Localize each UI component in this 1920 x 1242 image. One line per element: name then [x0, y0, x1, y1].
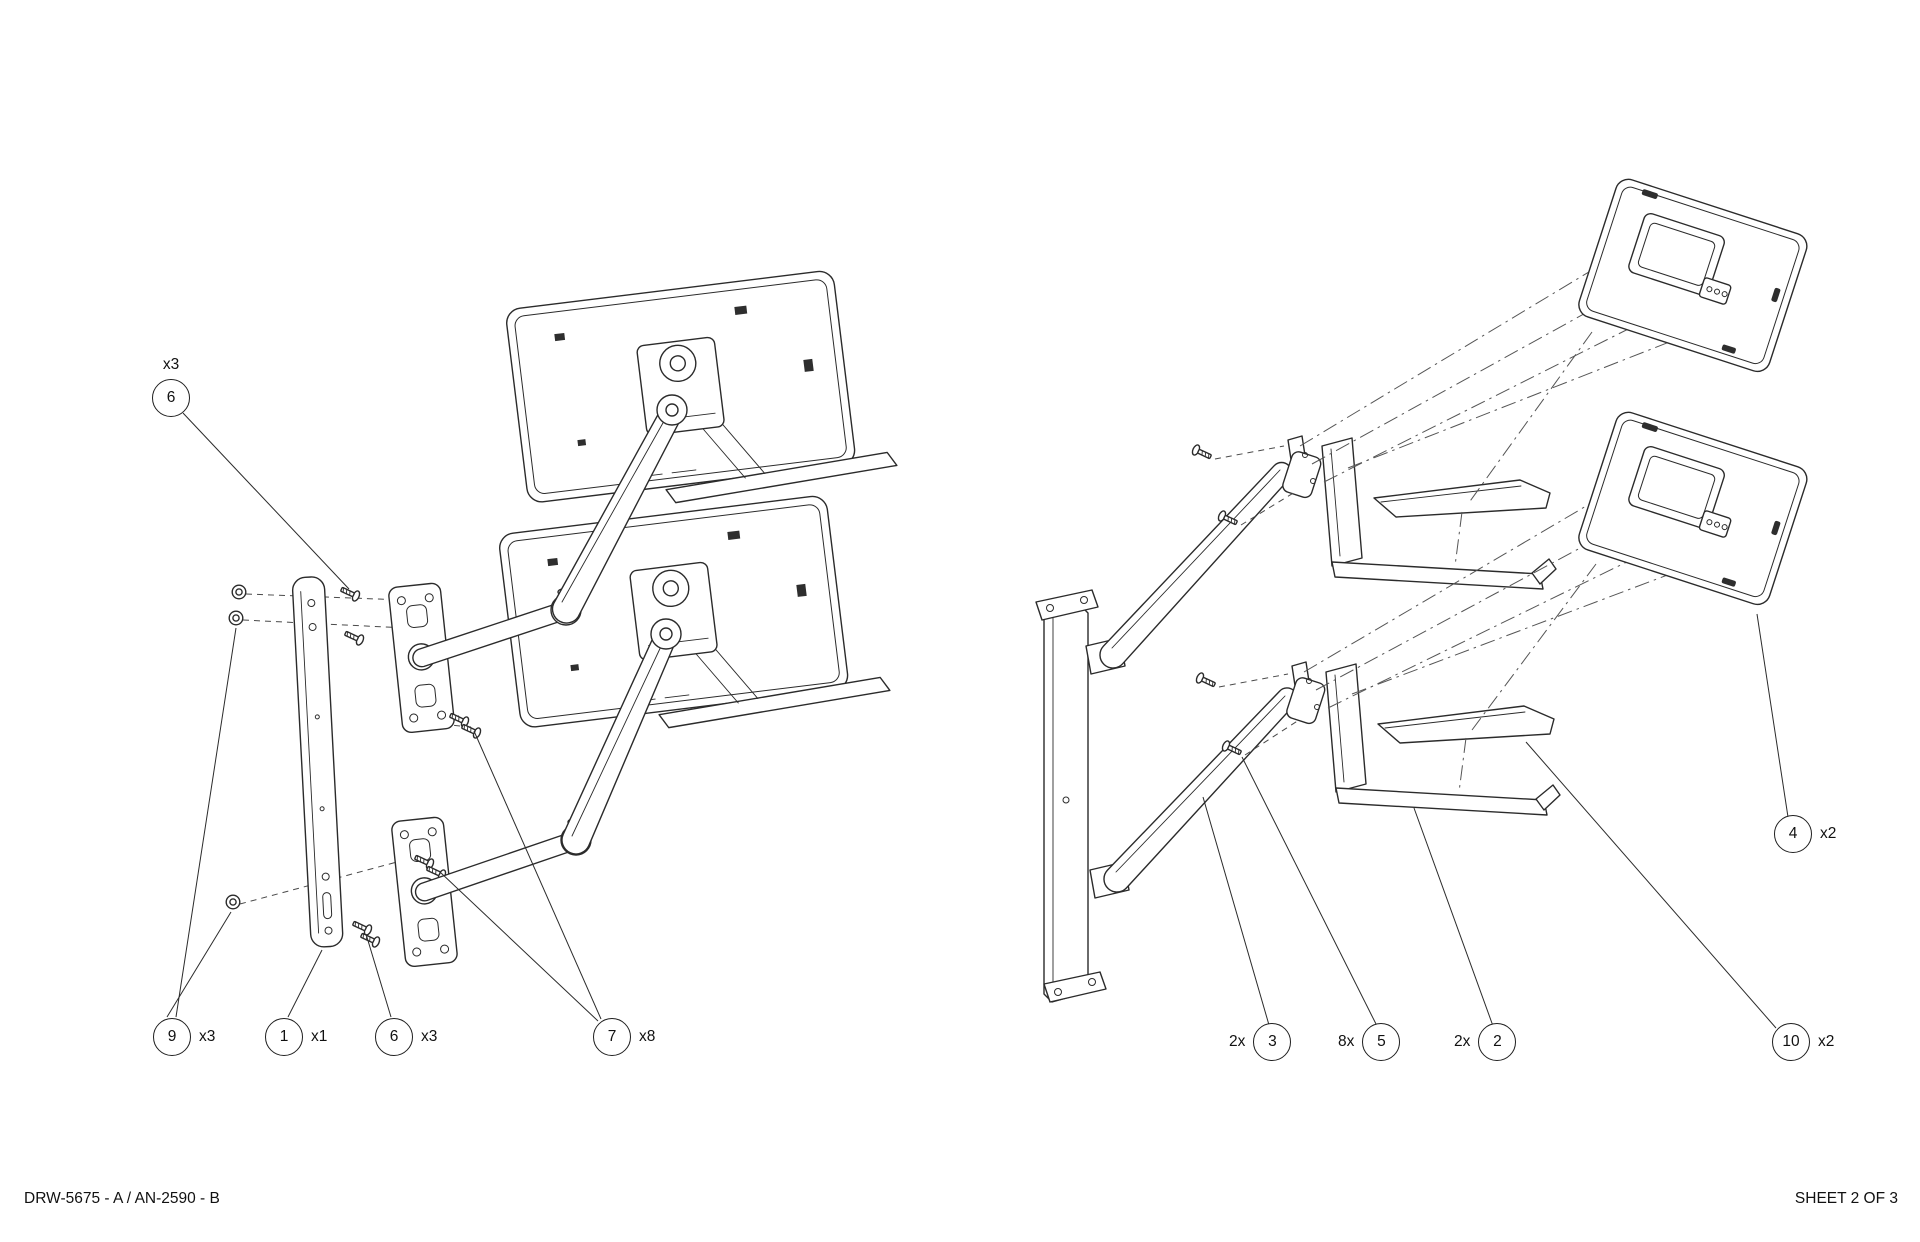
callout-balloon-4: 4 — [1774, 815, 1812, 853]
tablet-back-upper — [1574, 175, 1811, 376]
callout-balloon-3: 3 — [1253, 1023, 1292, 1061]
callout-5: 8x 5 — [1338, 1023, 1401, 1061]
callout-6-bottom: 6 x3 — [375, 1018, 437, 1056]
tablet-back-lower — [1574, 408, 1811, 609]
right-exploded-view — [1035, 175, 1811, 1003]
callout-qty: x8 — [639, 1028, 656, 1045]
callout-3: 2x 3 — [1229, 1023, 1292, 1061]
callout-qty: x3 — [199, 1028, 216, 1045]
callout-2: 2x 2 — [1454, 1023, 1517, 1061]
sheet-label: SHEET 2 OF 3 — [1794, 1190, 1898, 1207]
monitor-arm-lower — [414, 618, 682, 902]
callout-qty: x2 — [1820, 825, 1837, 842]
callout-7: 7 x8 — [593, 1018, 655, 1056]
callout-qty: x1 — [311, 1028, 328, 1045]
callout-qty: 2x — [1229, 1033, 1246, 1050]
tray-upper — [1321, 437, 1557, 590]
wall-screws — [338, 583, 382, 949]
callout-balloon-6: 6 — [152, 379, 190, 417]
callout-qty: 2x — [1454, 1033, 1471, 1050]
wall-plate — [291, 576, 344, 948]
left-exploded-view — [225, 264, 899, 968]
projection-centerlines — [1299, 239, 1703, 731]
callout-balloon-5: 5 — [1362, 1023, 1401, 1061]
callout-10: 10 x2 — [1772, 1023, 1834, 1061]
callout-balloon-10: 10 — [1772, 1023, 1810, 1061]
tray-lower — [1325, 663, 1561, 816]
monitor-back-upper — [504, 264, 899, 522]
callout-4: 4 x2 — [1774, 815, 1836, 853]
callout-6-top: x3 6 — [152, 356, 190, 417]
head-screws — [1190, 443, 1300, 759]
callout-1: 1 x1 — [265, 1018, 327, 1056]
callout-qty: 8x — [1338, 1033, 1355, 1050]
drawing-number: DRW-5675 - A / AN-2590 - B — [24, 1190, 220, 1207]
wall-nuts — [225, 584, 247, 910]
callout-qty: x3 — [421, 1028, 438, 1045]
callout-qty: x3 — [162, 356, 180, 373]
callout-balloon-1: 1 — [265, 1018, 303, 1056]
monitor-arm-upper — [412, 394, 688, 668]
callout-qty: x2 — [1818, 1033, 1835, 1050]
callout-balloon-9: 9 — [153, 1018, 191, 1056]
callout-9: 9 x3 — [153, 1018, 215, 1056]
tray-arm-upper — [1099, 461, 1293, 669]
callout-leader-lines — [166, 412, 1789, 1029]
callout-balloon-6: 6 — [375, 1018, 413, 1056]
tray-arm-lower — [1103, 687, 1298, 893]
callout-balloon-7: 7 — [593, 1018, 631, 1056]
callout-balloon-2: 2 — [1478, 1023, 1517, 1061]
